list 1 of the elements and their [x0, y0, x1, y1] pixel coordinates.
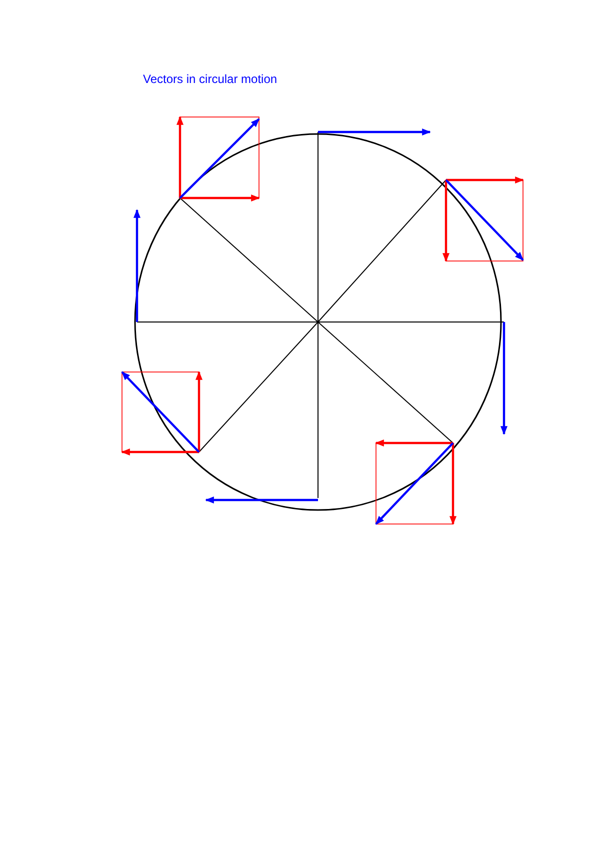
diagram-title: Vectors in circular motion — [143, 72, 278, 86]
